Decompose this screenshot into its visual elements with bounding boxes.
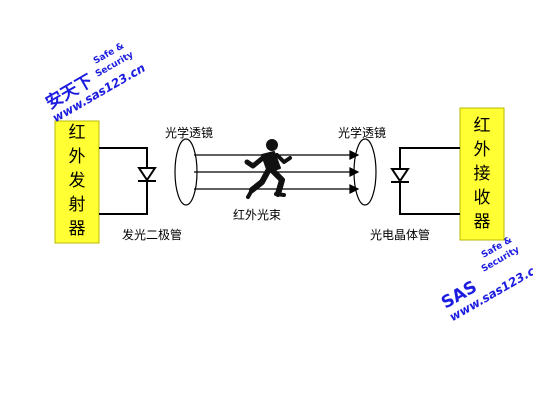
receiver-char: 接 (473, 164, 491, 184)
receiver-char: 收 (473, 188, 491, 208)
running-person-icon (244, 139, 292, 199)
phototransistor-circuit (399, 147, 460, 215)
lens-right-label: 光学透镜 (338, 126, 387, 140)
phototransistor-symbol (390, 168, 410, 193)
emitter-char: 器 (68, 219, 86, 239)
phototransistor-label: 光电晶体管 (370, 228, 431, 242)
receiver-label: 红 外 接 收 器 (467, 114, 497, 234)
beam-label: 红外光束 (233, 208, 282, 222)
receiver-char: 红 (473, 116, 491, 136)
emitter-char: 发 (68, 171, 86, 191)
emitter-char: 红 (68, 123, 86, 143)
diode-symbol (137, 167, 157, 192)
receiver-char: 器 (473, 212, 491, 232)
emitter-char: 外 (68, 147, 86, 167)
diode-label: 发光二极管 (122, 228, 183, 242)
receiver-box (459, 107, 505, 241)
receiver-char: 外 (473, 140, 491, 160)
light-emitting-diode-circuit (99, 147, 148, 215)
emitter-label: 红 外 发 射 器 (62, 121, 92, 241)
emitter-char: 射 (68, 195, 86, 215)
lens-left-label: 光学透镜 (165, 126, 214, 140)
emitter-box (54, 120, 100, 244)
